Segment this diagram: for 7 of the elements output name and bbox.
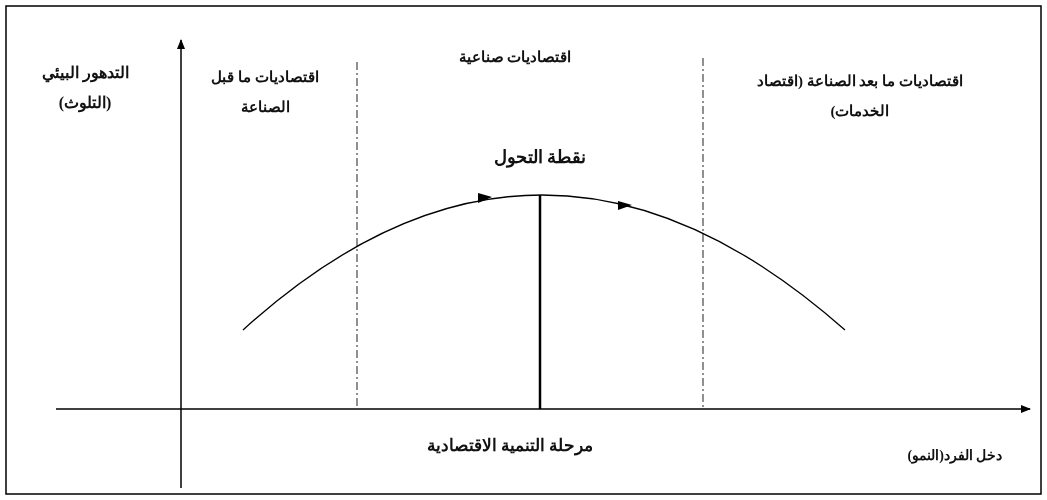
- region-label: اقتصاديات ما قبل الصناعة: [211, 69, 319, 116]
- region-label: اقتصاديات ما بعد الصناعة (اقتصاد الخدمات): [757, 73, 963, 120]
- axis-label: التدهور البيئي (التلوث): [41, 64, 129, 112]
- axis-label: مرحلة التنمية الاقتصادية: [426, 436, 594, 455]
- axis-label: دخل الفرد(النمو): [907, 448, 1003, 463]
- point-label: نقطة التحول: [493, 147, 587, 167]
- region-label: اقتصاديات صناعية: [458, 49, 572, 65]
